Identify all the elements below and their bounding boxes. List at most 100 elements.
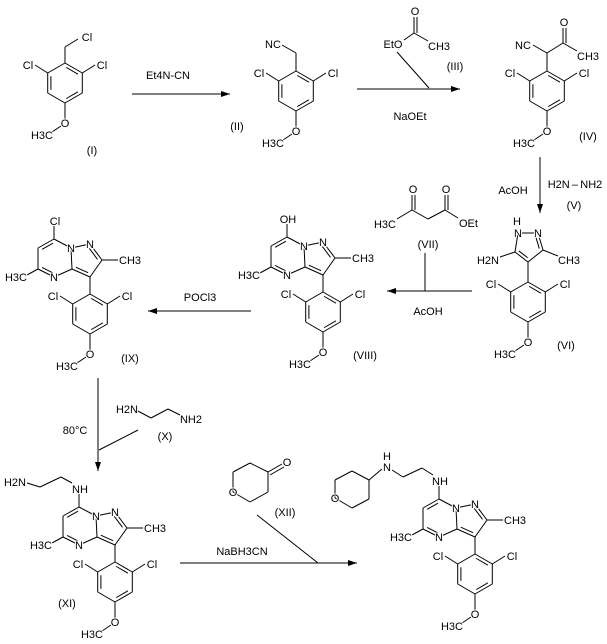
- amine-label: H2N: [477, 255, 499, 267]
- chlorine-label: Cl: [355, 289, 365, 301]
- aromatic-bond: [64, 62, 83, 74]
- aromatic-bond: [457, 553, 476, 565]
- methyl-label: H3C: [494, 349, 516, 361]
- bond: [527, 249, 544, 263]
- oxygen-label: O: [442, 184, 451, 196]
- compound-label: (I): [87, 145, 97, 157]
- bond: [340, 293, 354, 303]
- chlorine-label: Cl: [486, 279, 496, 291]
- ring-bond: [351, 498, 370, 509]
- aromatic-bond: [89, 323, 108, 335]
- compound-label: (V): [567, 200, 582, 212]
- methyl-label: CH3: [144, 523, 166, 535]
- double-bond-line: [274, 265, 287, 272]
- arrowhead: [148, 308, 157, 314]
- compound-label: (IX): [121, 353, 139, 365]
- aromatic-bond: [322, 291, 341, 303]
- arrowhead: [537, 204, 543, 213]
- methyl-label: H3C: [374, 219, 396, 231]
- bond: [474, 519, 488, 538]
- reagent-label: Et4N-CN: [146, 70, 190, 82]
- aromatic-bond: [474, 553, 493, 565]
- aromatic-bond: [546, 100, 565, 112]
- bond: [537, 232, 544, 251]
- aromatic-bond: [510, 281, 529, 293]
- double-bond-line: [426, 502, 439, 510]
- double-bond-line: [321, 246, 331, 258]
- reagent-label: AcOH: [498, 185, 527, 197]
- oxygen-label: O: [283, 457, 292, 469]
- amine-label: H2N: [4, 477, 26, 489]
- methyl-label: CH3: [558, 255, 580, 267]
- nitrogen-label: N: [300, 241, 308, 253]
- methyl-label: H3C: [5, 272, 27, 284]
- bond: [51, 536, 64, 544]
- bond: [76, 356, 87, 364]
- bond: [562, 42, 578, 52]
- double-bond-line: [115, 565, 129, 574]
- ring-bond: [232, 462, 251, 473]
- bond: [403, 32, 415, 41]
- aromatic-bond: [457, 583, 476, 595]
- aromatic-bond: [295, 100, 314, 112]
- compound-label: (VII): [418, 239, 439, 251]
- aromatic-bond: [97, 561, 116, 573]
- double-bond-line: [41, 242, 54, 250]
- aromatic-bond: [278, 70, 297, 82]
- ring-bond: [249, 491, 269, 503]
- nitrogen-label: N: [383, 462, 391, 474]
- bond: [322, 241, 336, 259]
- nitrogen-label: N: [435, 532, 443, 544]
- bond: [82, 64, 96, 74]
- bond: [78, 536, 98, 546]
- oxygen-label: O: [111, 617, 120, 629]
- bond: [259, 266, 272, 274]
- methyl-label: H3C: [262, 138, 284, 150]
- bond: [444, 209, 459, 219]
- arrowhead: [221, 91, 230, 97]
- bond: [455, 507, 458, 530]
- bond: [514, 251, 529, 263]
- bond: [368, 468, 383, 481]
- methyl-label: CH3: [119, 255, 141, 267]
- double-bond-line: [323, 320, 337, 329]
- arrowhead: [95, 462, 101, 471]
- bond: [270, 266, 288, 276]
- bond: [413, 32, 429, 42]
- nitrogen-label: N: [514, 228, 522, 240]
- double-bond-line: [113, 516, 123, 528]
- aromatic-bond: [72, 323, 91, 335]
- bond: [62, 506, 80, 517]
- aromatic-bond: [114, 591, 133, 603]
- bond: [286, 266, 306, 276]
- bond: [396, 209, 413, 220]
- bond: [135, 409, 152, 419]
- compound-label: (VIII): [353, 350, 377, 362]
- chlorine-label: Cl: [507, 551, 517, 563]
- bond: [270, 236, 288, 247]
- double-bond-line: [460, 526, 474, 534]
- oxygen-label: O: [86, 349, 95, 361]
- methyl-label: H3C: [81, 629, 103, 641]
- compound-label: (VI): [557, 340, 575, 352]
- double-bond-line: [518, 250, 528, 259]
- bond: [456, 528, 476, 538]
- reagent-pointer: [98, 429, 139, 451]
- amine-label: NH2: [180, 414, 202, 426]
- bond: [303, 245, 306, 268]
- reagent-label: AcOH: [413, 306, 442, 318]
- bond: [265, 72, 279, 82]
- bond: [167, 408, 181, 416]
- bond: [474, 503, 488, 521]
- bond: [53, 268, 73, 278]
- double-bond-line: [269, 466, 285, 476]
- chlorine-label: Cl: [579, 68, 589, 80]
- compound-label: (III): [447, 61, 464, 73]
- double-bond-line: [426, 527, 439, 534]
- oxygen-label: O: [471, 609, 480, 621]
- bond: [546, 42, 564, 54]
- chlorine-label: Cl: [73, 559, 83, 571]
- aromatic-bond: [529, 70, 548, 82]
